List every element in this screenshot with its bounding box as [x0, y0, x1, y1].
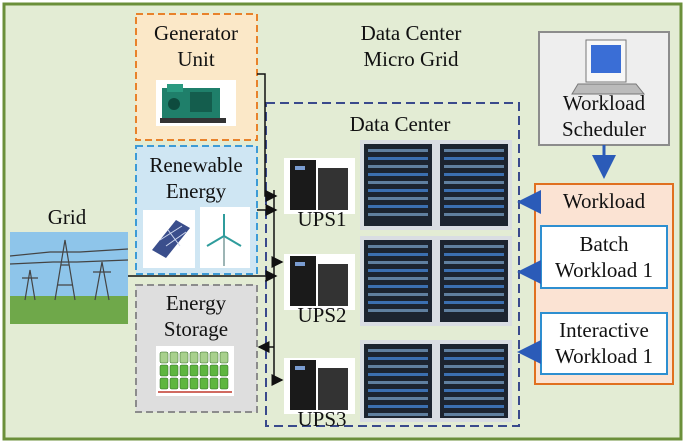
- batch-workload-box: [540, 225, 668, 289]
- microgrid-title-line2: Micro Grid: [363, 47, 459, 71]
- ups-label: UPS3: [297, 407, 346, 431]
- ups-icon: [284, 254, 355, 310]
- scheduler-label-line1: Workload: [563, 91, 646, 115]
- storage-label-line1: Energy: [166, 291, 227, 315]
- workload-dispatch-arrows: [517, 190, 541, 364]
- renewable-label-line2: Energy: [166, 179, 227, 203]
- ups-icon: [284, 358, 355, 414]
- batch-label-line1: Batch: [580, 232, 629, 256]
- microgrid-title-line1: Data Center: [361, 21, 462, 45]
- server-racks-image: [360, 340, 512, 422]
- renewable-label-line1: Renewable: [149, 153, 242, 177]
- power-grid-icon: [9, 232, 129, 324]
- storage-label-line2: Storage: [164, 317, 228, 341]
- ups-label: UPS1: [297, 207, 346, 231]
- wind-turbine-icon: [200, 207, 250, 268]
- scheduler-label-line2: Scheduler: [562, 117, 646, 141]
- generator-icon: [156, 80, 236, 126]
- interactive-label-line2: Workload 1: [555, 344, 653, 368]
- solar-panel-icon: [143, 210, 195, 268]
- datacenter-label: Data Center: [350, 112, 451, 136]
- ups-icon: [284, 158, 355, 214]
- computer-icon: [571, 39, 646, 95]
- server-racks-image: [360, 236, 512, 326]
- server-racks-image: [360, 140, 512, 230]
- interactive-workload-box: [540, 312, 668, 375]
- datacenter-row: UPS2: [284, 236, 512, 327]
- power-connections: [128, 73, 284, 386]
- batch-label-line2: Workload 1: [555, 258, 653, 282]
- grid-label: Grid: [48, 205, 87, 229]
- generator-label-line2: Unit: [177, 47, 215, 71]
- datacenter-row: UPS3: [284, 340, 512, 431]
- datacenter-row: UPS1: [284, 140, 512, 231]
- generator-label-line1: Generator: [154, 21, 238, 45]
- interactive-label-line1: Interactive: [559, 318, 649, 342]
- battery-pack-icon: [156, 346, 234, 396]
- workload-title: Workload: [563, 189, 646, 213]
- ups-label: UPS2: [297, 303, 346, 327]
